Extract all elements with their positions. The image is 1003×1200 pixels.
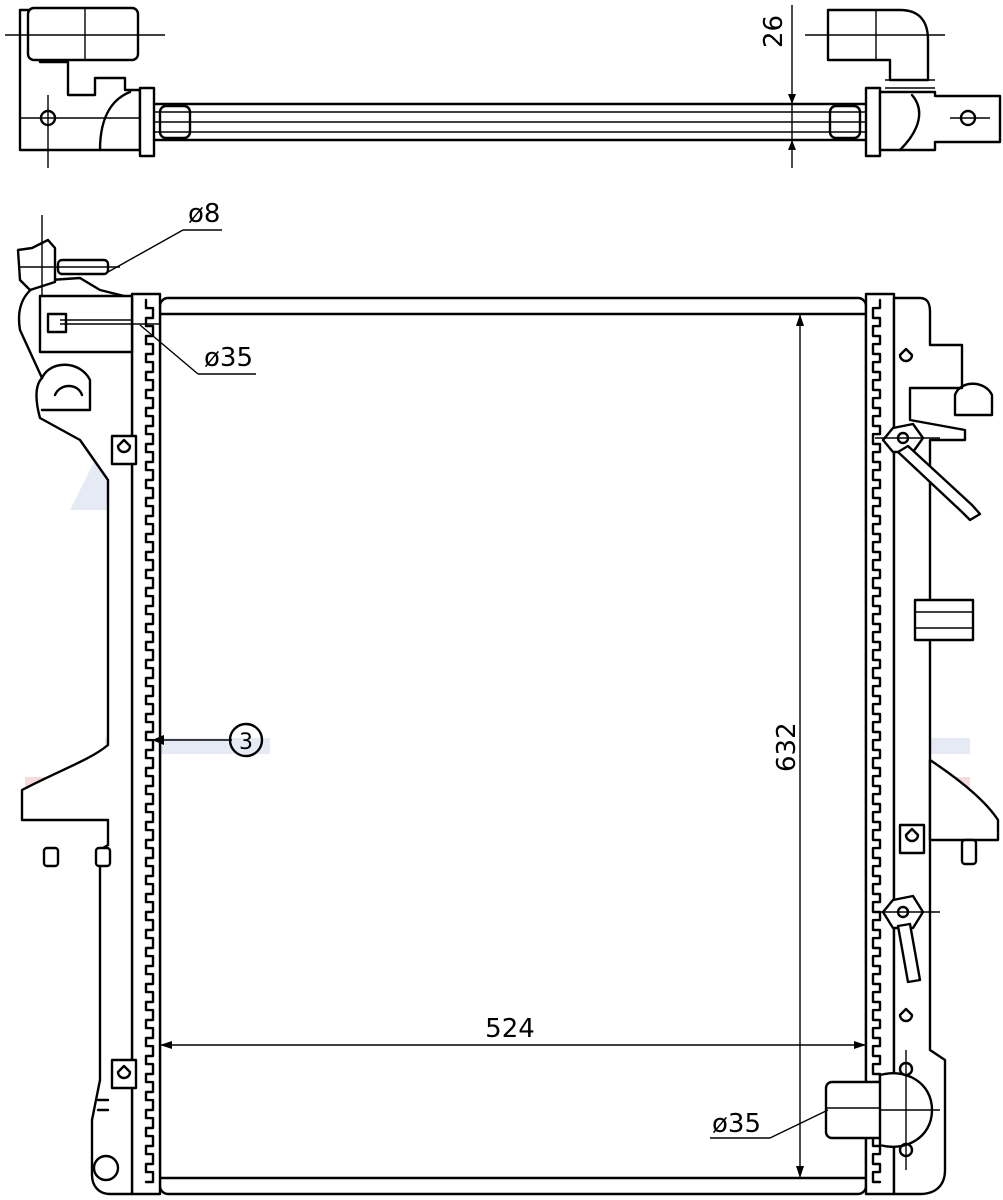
inlet-diameter-label: ø35 [204, 343, 253, 373]
width-dimension-label: 524 [485, 1014, 535, 1044]
filler-diameter-dimension: ø8 [107, 199, 222, 273]
width-dimension: 524 [160, 1014, 866, 1049]
top-view-left-tank [5, 6, 165, 168]
upper-oil-cooler-fitting [875, 422, 982, 522]
top-view-core [152, 102, 868, 142]
filler-diameter-label: ø8 [188, 199, 220, 229]
right-header-strip [864, 292, 896, 1196]
depth-dimension-label: 26 [759, 15, 789, 48]
outlet-diameter-dimension: ø35 [710, 1109, 829, 1139]
inlet-diameter-dimension: ø35 [139, 324, 256, 375]
part-callout: 3 [152, 722, 264, 758]
part-callout-label: 3 [239, 730, 253, 755]
filler-neck [16, 215, 120, 330]
depth-dimension: 26 [759, 5, 796, 168]
upper-inlet-pipe [38, 294, 160, 354]
lower-oil-cooler-fitting [875, 894, 940, 984]
front-view: 3 ø8 ø35 632 524 [16, 199, 1000, 1196]
top-view-right-tank [805, 8, 1002, 158]
height-dimension: 632 [772, 314, 804, 1178]
top-view: 26 [5, 5, 1002, 168]
outlet-diameter-label: ø35 [712, 1109, 761, 1139]
watermark-logo [25, 430, 970, 817]
height-dimension-label: 632 [772, 722, 802, 772]
left-tank [17, 276, 138, 1196]
lower-outlet-pipe [824, 1050, 940, 1170]
